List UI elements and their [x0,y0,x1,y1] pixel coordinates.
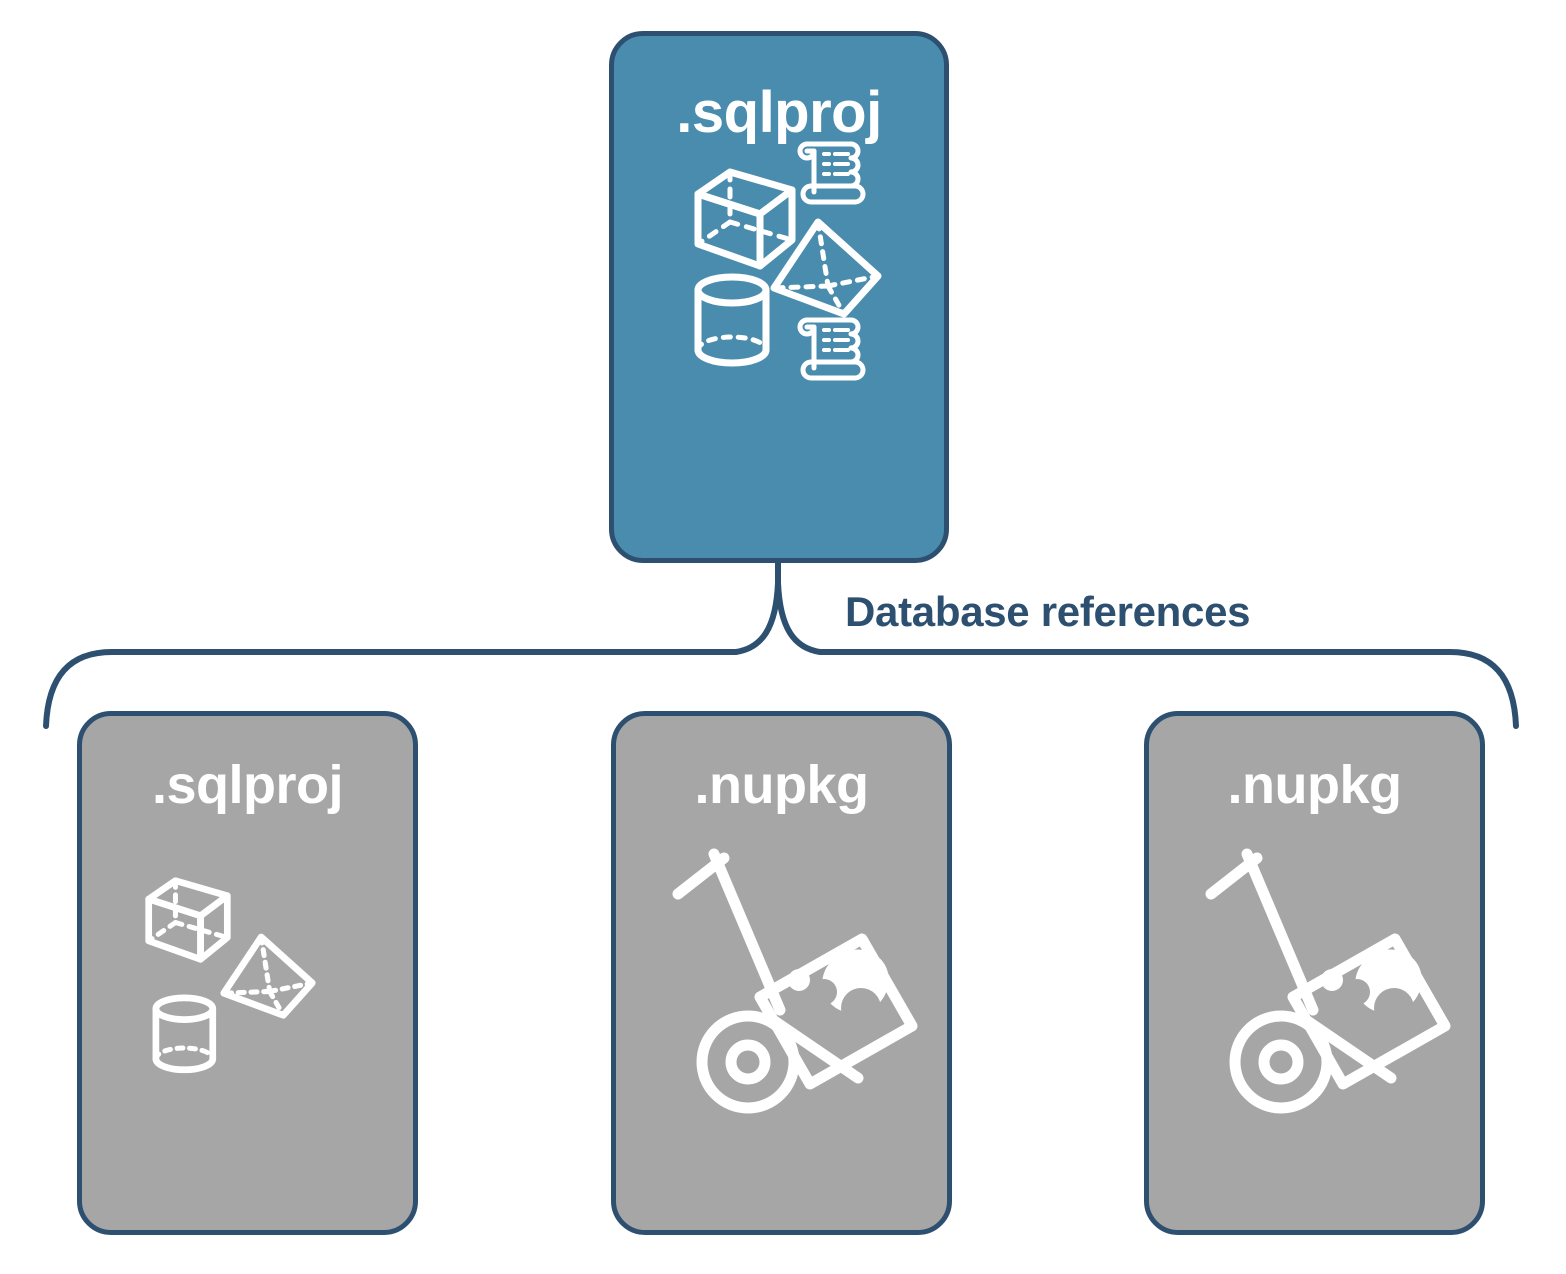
node-sqlproj-root-icons [614,141,944,558]
node-nupkg-1-label: .nupkg [694,755,869,815]
node-nupkg-1-icons [616,812,947,1230]
scroll-icon [797,317,866,381]
node-sqlproj-reference[interactable]: .sqlproj [77,711,418,1235]
node-sqlproj-root[interactable]: .sqlproj [609,31,949,563]
pyramid-icon [220,933,316,1019]
node-nupkg-2-label: .nupkg [1227,755,1402,815]
cube-icon [694,168,796,270]
hand-truck-package-icon [1205,848,1451,1114]
cube-icon [145,877,231,963]
node-nupkg-2-icons [1149,812,1480,1230]
node-sqlproj-reference-icons [82,812,413,1230]
hand-truck-package-icon [672,848,918,1114]
node-sqlproj-root-label: .sqlproj [676,80,882,145]
scroll-icon [797,141,866,205]
node-nupkg-1[interactable]: .nupkg [611,711,952,1235]
node-nupkg-2[interactable]: .nupkg [1144,711,1485,1235]
cylinder-icon [152,994,217,1074]
cylinder-icon [694,273,770,367]
connector-label: Database references [845,588,1251,635]
node-sqlproj-reference-label: .sqlproj [151,755,344,815]
pyramid-icon [770,218,882,318]
